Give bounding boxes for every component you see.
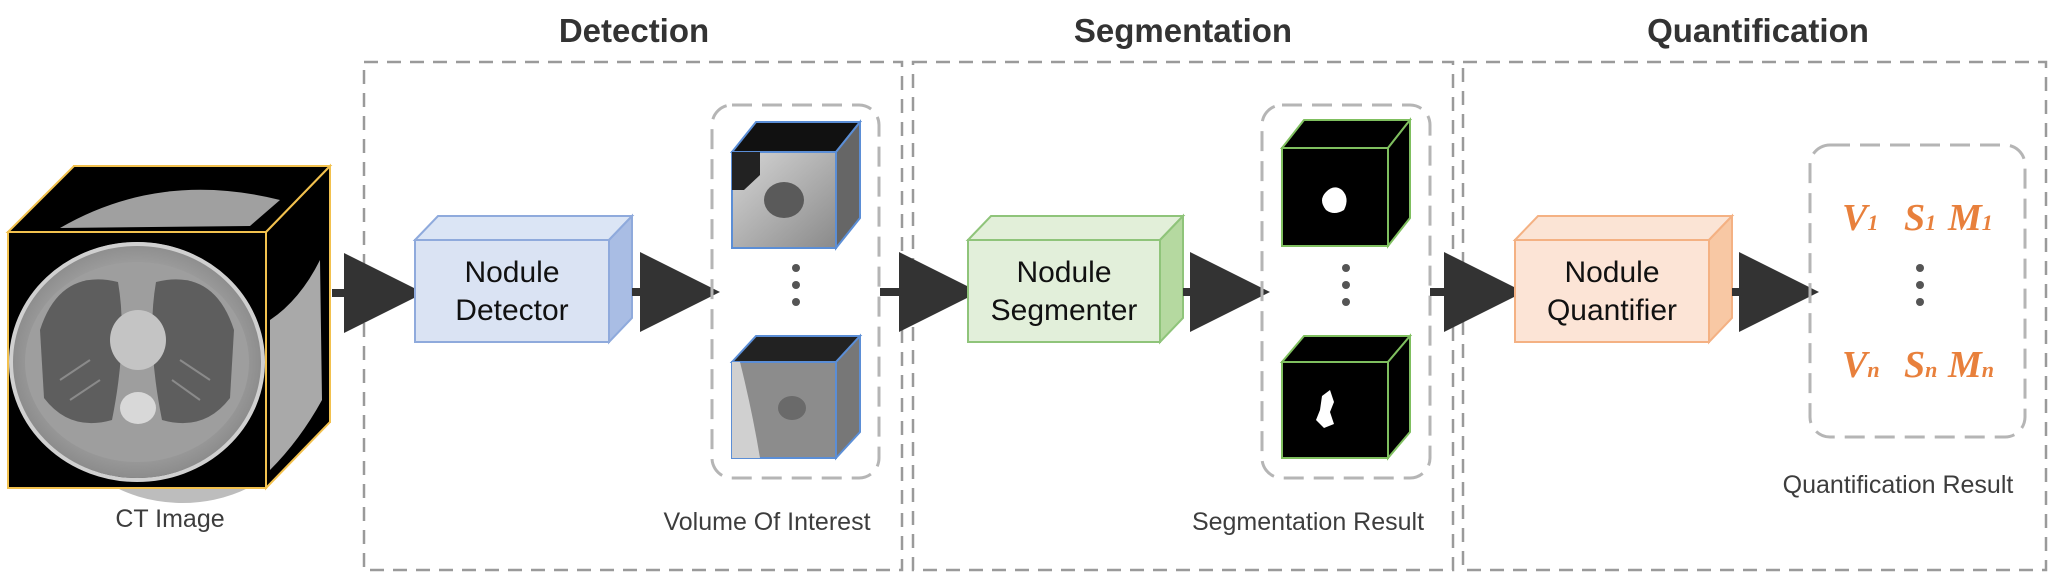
- ct-image-stack: [5, 163, 333, 504]
- metrics-row-1: V1 S1 M1: [1842, 197, 1993, 239]
- stage-title-segmentation: Segmentation: [1074, 12, 1292, 49]
- metric-m1-sub: 1: [1982, 210, 1993, 235]
- caption-quant-result: Quantification Result: [1783, 471, 2014, 499]
- nodule-detector-box: Nodule Detector: [412, 213, 635, 345]
- voi-ellipsis: [792, 264, 800, 306]
- nodule-quantifier-box: Nodule Quantifier: [1512, 213, 1735, 345]
- metric-s1-symbol: S: [1904, 197, 1925, 239]
- nodule-segmenter-box: Nodule Segmenter: [965, 213, 1186, 345]
- seg-ellipsis: [1342, 264, 1350, 306]
- metric-v1-sub: 1: [1867, 210, 1878, 235]
- svg-text:V1: V1: [1842, 197, 1878, 239]
- voi-cube-top: [729, 119, 863, 251]
- metric-vn-sub: n: [1867, 357, 1879, 382]
- svg-text:Sn: Sn: [1904, 344, 1937, 386]
- stage-title-quantification: Quantification: [1647, 12, 1869, 49]
- metric-s1-sub: 1: [1925, 210, 1936, 235]
- metric-mn-symbol: M: [1947, 344, 1983, 386]
- seg-cube-bottom: [1279, 333, 1413, 461]
- segmenter-label-line2: Segmenter: [991, 294, 1138, 327]
- metric-m1-symbol: M: [1947, 197, 1983, 239]
- caption-voi: Volume Of Interest: [663, 508, 870, 536]
- segmenter-label-line1: Nodule: [1016, 256, 1111, 289]
- stage-title-detection: Detection: [559, 12, 709, 49]
- voi-container: [710, 103, 881, 480]
- metric-vn-symbol: V: [1842, 344, 1870, 386]
- metric-v1-symbol: V: [1842, 197, 1870, 239]
- metric-sn-sub: n: [1925, 357, 1937, 382]
- seg-result-container: [1260, 103, 1432, 480]
- detector-label-line2: Detector: [455, 294, 568, 327]
- detector-label-line1: Nodule: [464, 256, 559, 289]
- metrics-ellipsis: [1916, 264, 1924, 306]
- seg-cube-top: [1279, 117, 1413, 249]
- metric-sn-symbol: S: [1904, 344, 1925, 386]
- quantification-stage-box: [1461, 60, 2048, 572]
- quantifier-label-line2: Quantifier: [1547, 294, 1677, 327]
- metrics-row-n: Vn Sn Mn: [1842, 344, 1994, 386]
- svg-text:Vn: Vn: [1842, 344, 1880, 386]
- svg-text:M1: M1: [1947, 197, 1993, 239]
- caption-seg-result: Segmentation Result: [1192, 508, 1424, 536]
- svg-text:Mn: Mn: [1947, 344, 1994, 386]
- svg-text:S1: S1: [1904, 197, 1936, 239]
- voi-cube-bottom: [729, 333, 863, 461]
- quant-result-container: [1808, 143, 2027, 439]
- quantifier-label-line1: Nodule: [1564, 256, 1659, 289]
- caption-ct-image: CT Image: [115, 505, 224, 533]
- metric-mn-sub: n: [1982, 357, 1994, 382]
